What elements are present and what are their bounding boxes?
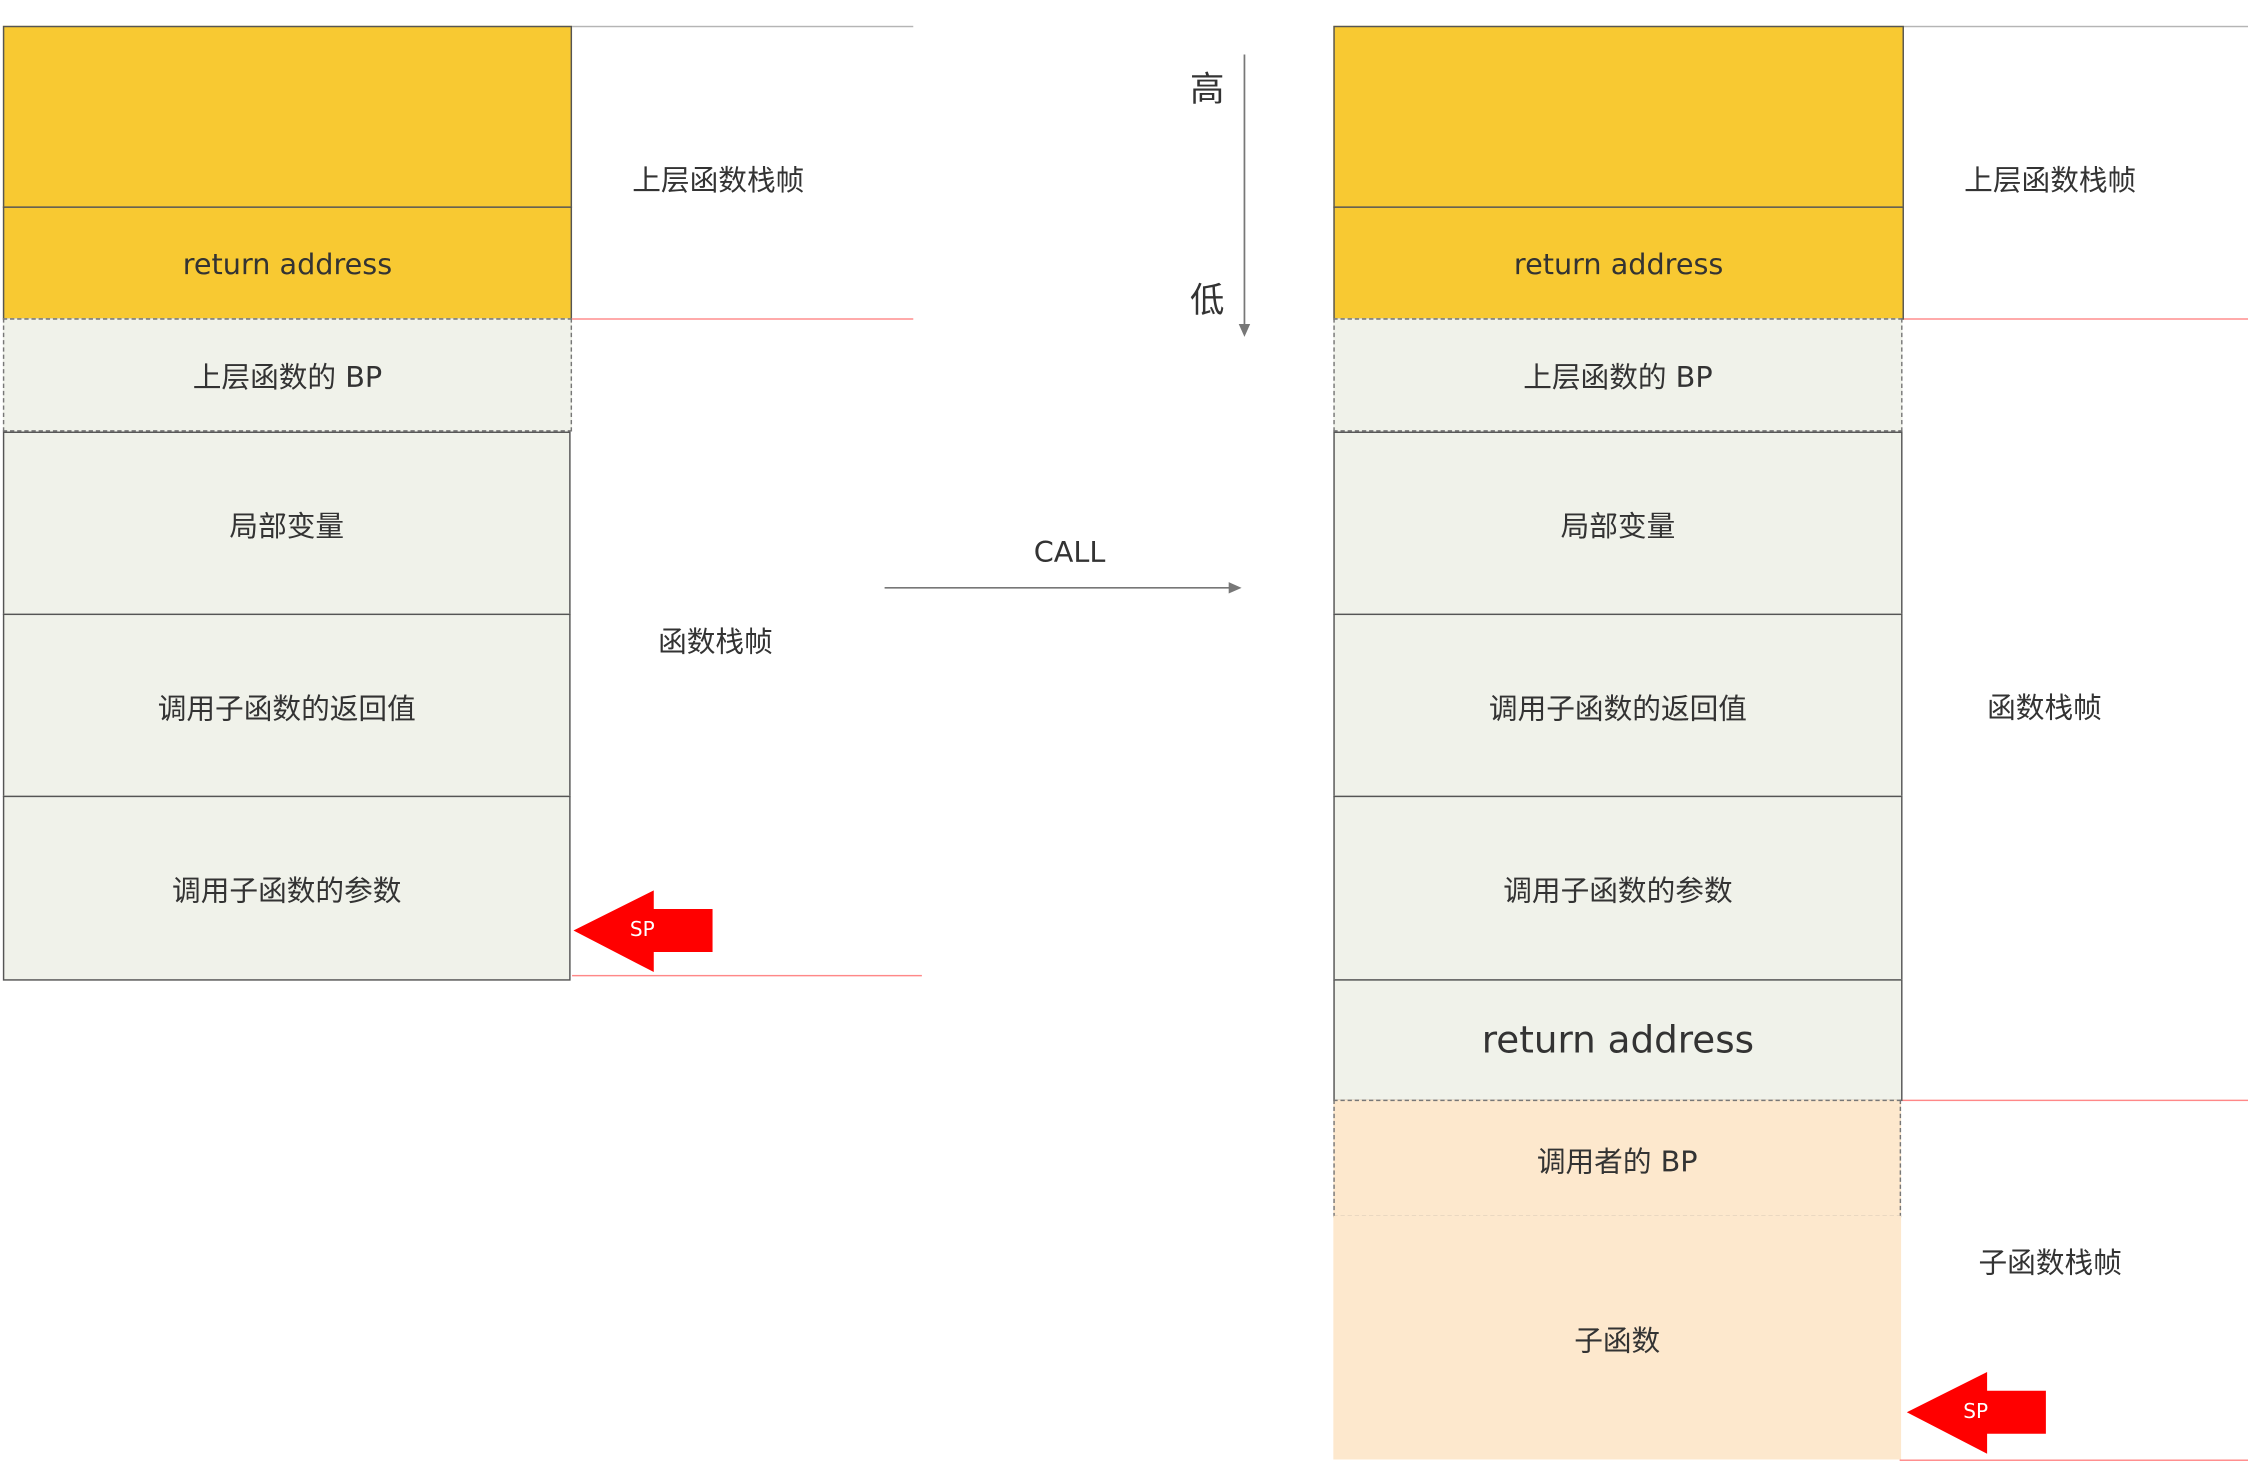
right-frame-divider — [1903, 318, 2248, 320]
right-local-vars: 局部变量 — [1333, 431, 1903, 616]
high-to-low-arrow-icon — [1238, 54, 1251, 337]
left-upper-frame-block — [2, 25, 573, 208]
left-upper-frame-label: 上层函数栈帧 — [632, 162, 805, 198]
right-frame-label: 函数栈帧 — [1987, 690, 2102, 725]
high-label: 高 — [1189, 69, 1225, 110]
left-frame-label: 函数栈帧 — [658, 624, 773, 659]
left-return-address: return address — [2, 206, 573, 320]
left-call-args: 调用子函数的参数 — [2, 795, 571, 981]
right-call-args: 调用子函数的参数 — [1333, 795, 1903, 981]
call-label: CALL — [1033, 534, 1106, 570]
left-sp-arrow-icon — [573, 890, 713, 973]
left-upper-bp: 上层函数的 BP — [2, 318, 573, 432]
right-return-value: 调用子函数的返回值 — [1333, 613, 1903, 798]
right-caller-bp: 调用者的 BP — [1333, 1099, 1902, 1218]
left-local-vars: 局部变量 — [2, 431, 571, 616]
call-arrow-icon — [884, 582, 1242, 594]
right-bottom-divider — [1899, 1459, 2248, 1461]
right-upper-frame-block — [1333, 25, 1904, 208]
left-top-divider — [572, 25, 914, 28]
left-bottom-divider — [572, 974, 922, 977]
left-return-value: 调用子函数的返回值 — [2, 613, 571, 798]
right-return-address: return address — [1333, 206, 1904, 320]
right-sp-label: SP — [1963, 1400, 1989, 1424]
right-upper-bp: 上层函数的 BP — [1333, 318, 1903, 432]
right-top-divider — [1903, 25, 2248, 28]
left-frame-divider — [572, 318, 914, 320]
right-pushed-return-address: return address — [1333, 979, 1903, 1102]
right-child-function: 子函数 — [1333, 1215, 1902, 1460]
left-sp-label: SP — [629, 919, 655, 942]
right-sp-arrow-icon — [1906, 1372, 2046, 1454]
right-child-divider — [1902, 1099, 2248, 1102]
right-upper-frame-label: 上层函数栈帧 — [1964, 162, 2137, 198]
low-label: 低 — [1189, 280, 1225, 321]
right-child-frame-label: 子函数栈帧 — [1978, 1245, 2122, 1280]
